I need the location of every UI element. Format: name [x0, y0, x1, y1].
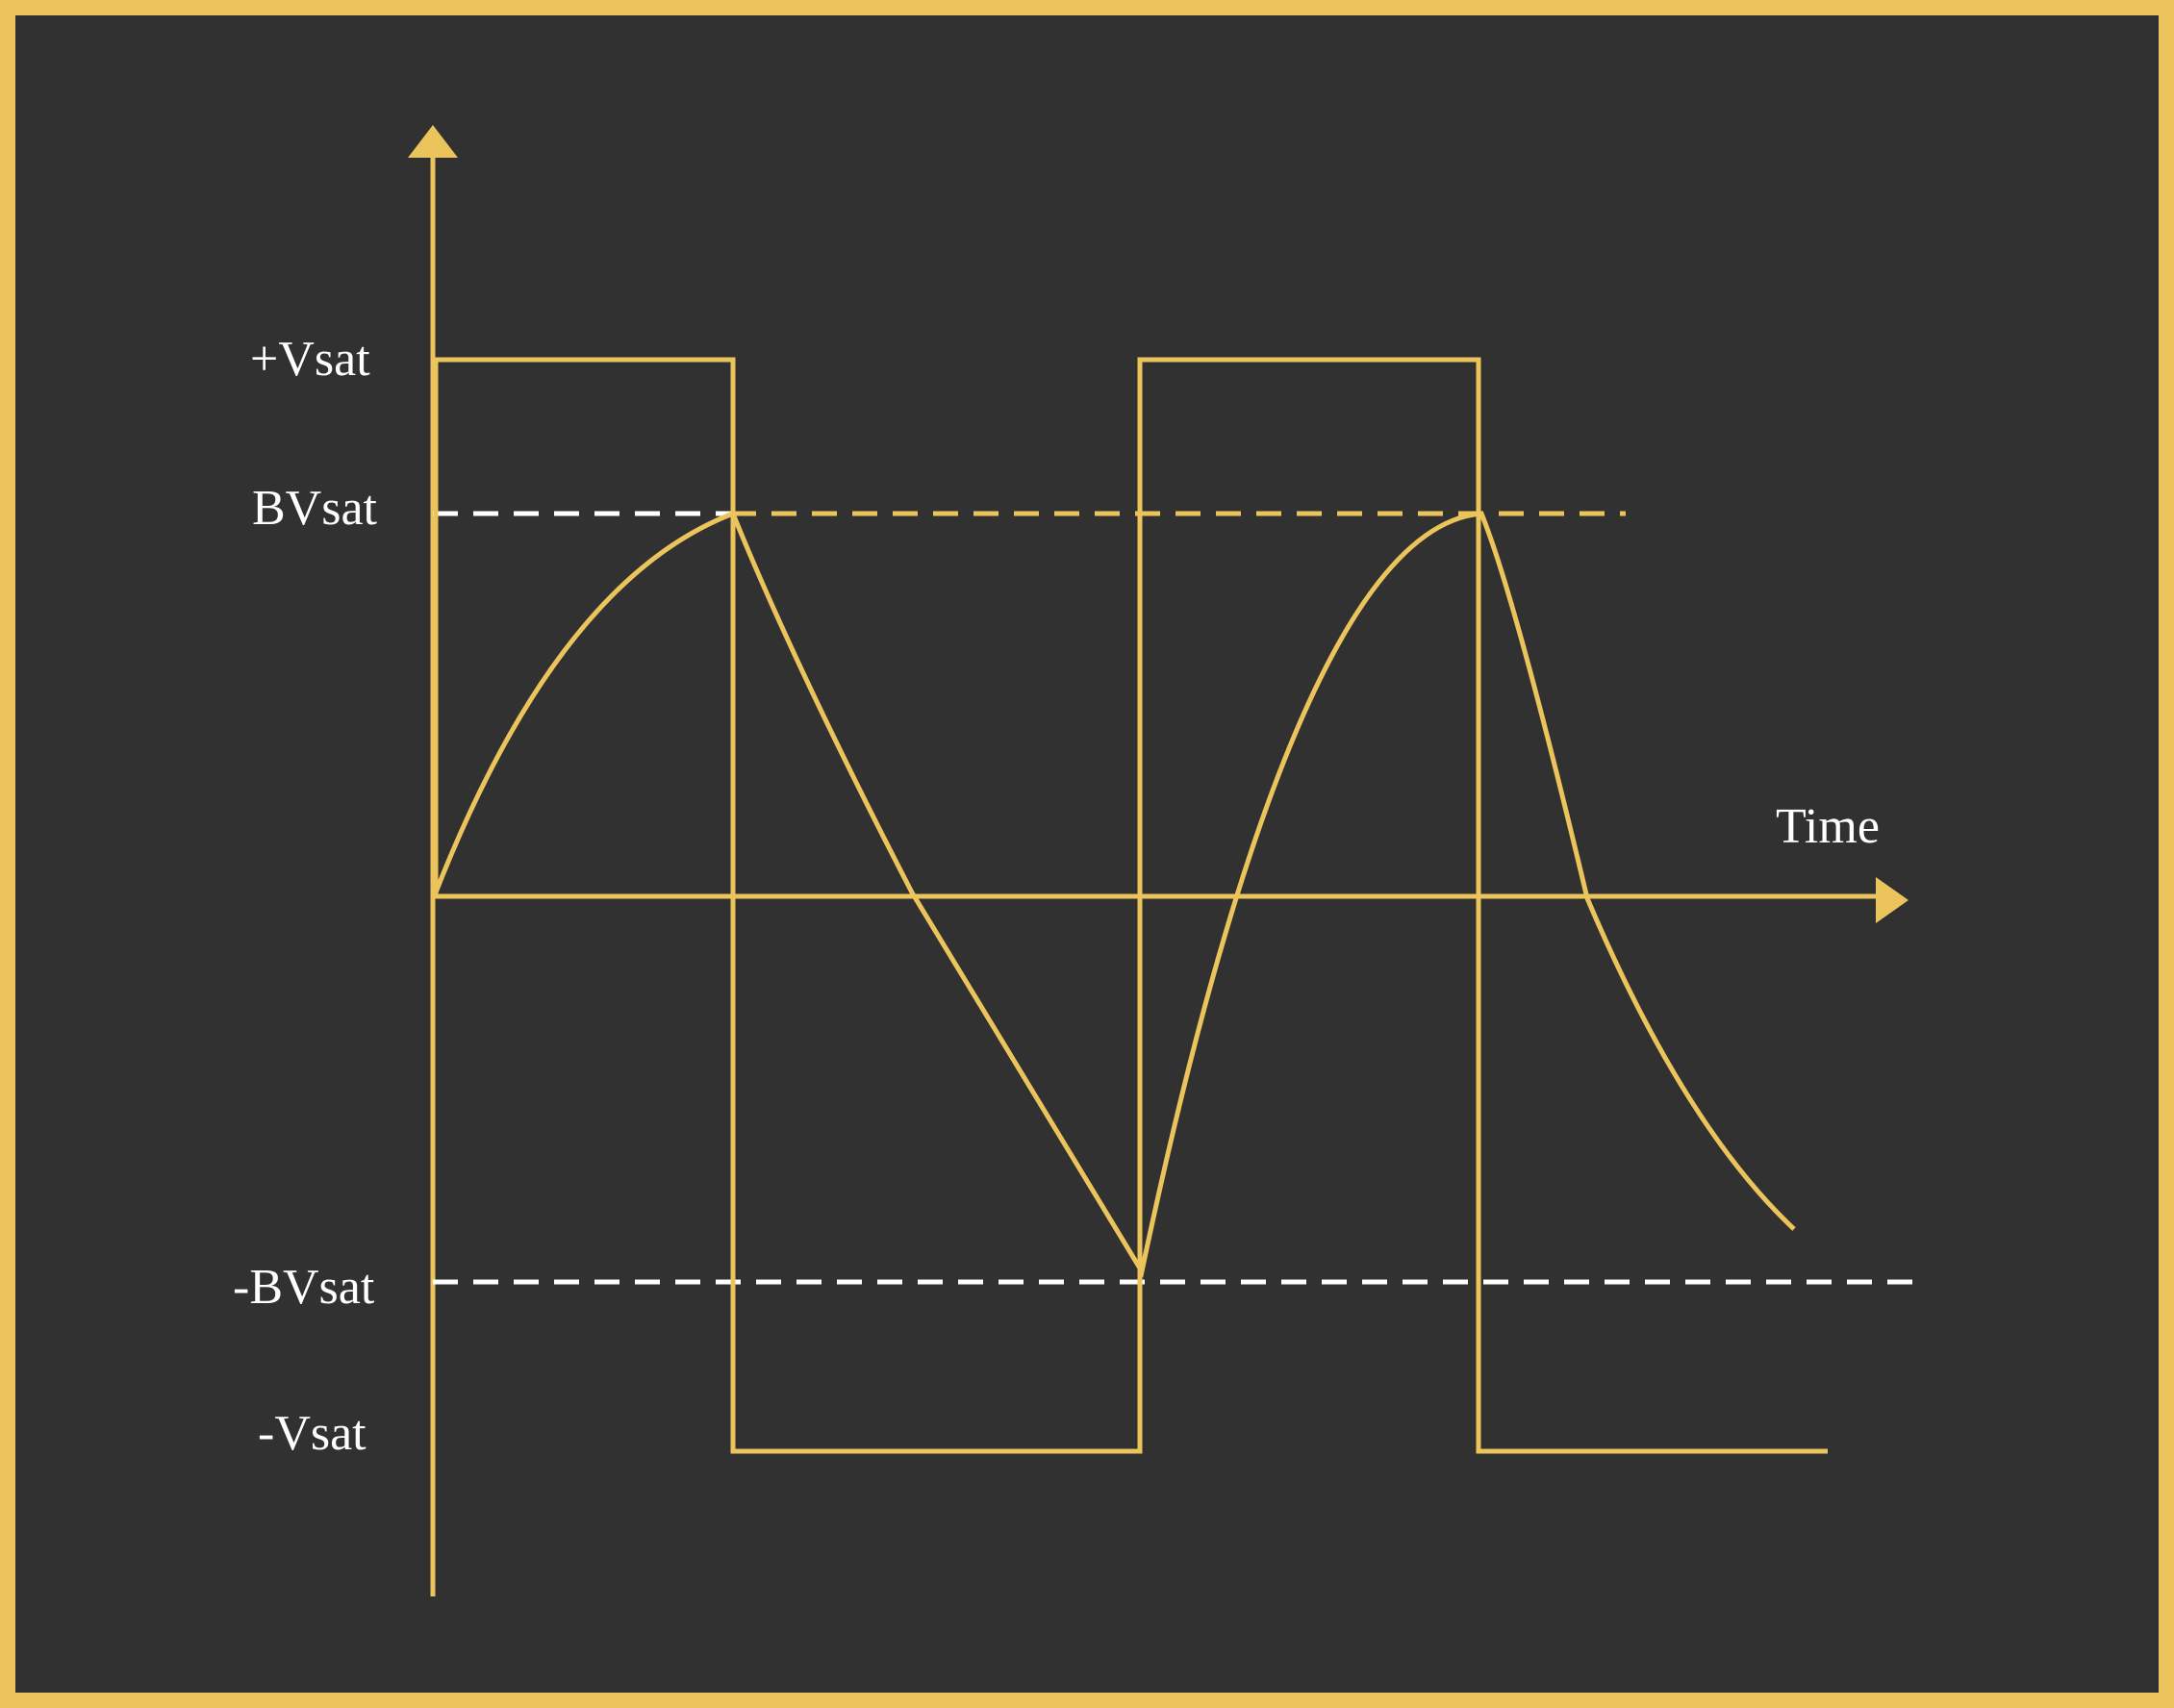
plus-vsat-label: +Vsat [250, 332, 370, 387]
minus-bvsat-label: -BVsat [233, 1260, 375, 1315]
capacitor-voltage-wave [433, 510, 1796, 1278]
vertical-axis-arrowhead [408, 125, 458, 158]
time-axis-label: Time [1776, 799, 1880, 854]
square-wave [433, 357, 1828, 1454]
bvsat-label: BVsat [252, 481, 378, 536]
minus-vsat-label: -Vsat [258, 1406, 367, 1461]
time-axis-arrowhead [1876, 877, 1909, 923]
